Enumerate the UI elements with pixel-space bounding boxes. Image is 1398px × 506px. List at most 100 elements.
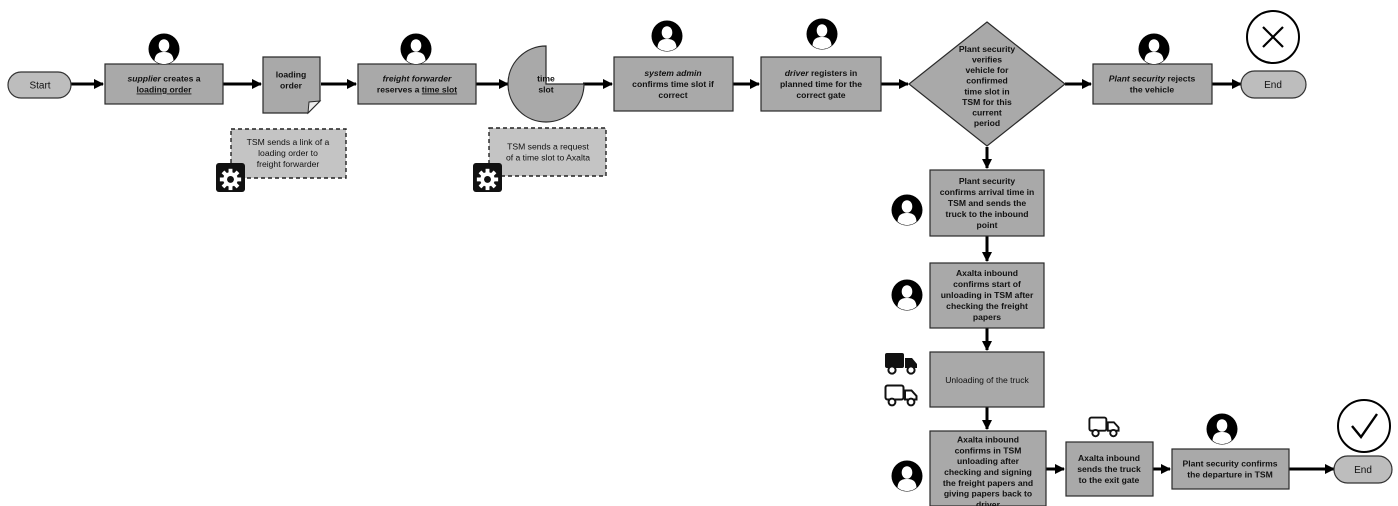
person-icon [651, 20, 683, 52]
person-icon [891, 194, 923, 226]
text-line: point [977, 220, 998, 230]
text-line: driver [976, 499, 1001, 506]
end-terminal-final: End [1333, 455, 1393, 484]
text-line: Axalta inbound [957, 435, 1019, 445]
svg-text:End: End [1354, 465, 1372, 476]
text-line: vehicle for [966, 65, 1010, 75]
person-icon [806, 18, 838, 50]
text-line: freight forwarder [257, 159, 320, 169]
text-line: confirms arrival time in [940, 187, 1035, 197]
check-circle-icon [1337, 399, 1391, 453]
text-line: time [537, 74, 555, 84]
text-line: to the exit gate [1079, 475, 1140, 485]
text-line: correct gate [796, 90, 845, 100]
text-line: sends the truck [1077, 464, 1141, 474]
text-line: the vehicle [1130, 85, 1175, 95]
text-line: loading order to [258, 148, 318, 158]
text-line: slot [538, 85, 553, 95]
truck-outline-icon [1088, 416, 1120, 438]
text-line: TSM and sends the [948, 198, 1027, 208]
cancel-circle-icon [1246, 10, 1300, 64]
text-line: TSM for this [962, 97, 1012, 107]
text-line: truck to the inbound [945, 209, 1028, 219]
text-line: confirms start of [953, 279, 1021, 289]
person-icon [891, 460, 923, 492]
text-line: checking the freight [946, 301, 1028, 311]
text-line: the departure in TSM [1187, 470, 1272, 480]
text-line: Plant security rejects [1109, 74, 1196, 84]
text-line: Unloading of the truck [945, 375, 1029, 385]
svg-text:Unloading of the truck: Unloading of the truck [945, 375, 1029, 385]
text-line: TSM sends a request [507, 142, 589, 152]
start-terminal: Start [7, 71, 72, 99]
text-line: giving papers back to [944, 489, 1032, 499]
text-line: system admin [644, 68, 701, 78]
text-line: unloading in TSM after [941, 290, 1034, 300]
person-icon [400, 33, 432, 65]
text-line: current [972, 108, 1002, 118]
text-line: order [280, 81, 303, 91]
text-line: loading order [137, 85, 193, 95]
text-line: TSM sends a link of a [247, 137, 330, 147]
text-line: Plant security [959, 44, 1016, 54]
text-line: unloading after [957, 456, 1020, 466]
text-line: the freight papers and [943, 478, 1033, 488]
end-terminal-reject: End [1240, 70, 1307, 99]
person-icon [1206, 413, 1238, 445]
person-icon [148, 33, 180, 65]
person-icon [1138, 33, 1170, 65]
text-line: confirms in TSM [955, 445, 1022, 455]
svg-text:Start: Start [29, 81, 50, 92]
person-icon [891, 279, 923, 311]
text-line: Axalta inbound [1078, 453, 1140, 463]
text-line: planned time for the [780, 79, 862, 89]
svg-text:End: End [1264, 80, 1282, 91]
text-line: verifies [972, 55, 1002, 65]
text-line: Plant security confirms [1182, 459, 1277, 469]
step-unloading-of-truck: Unloading of the truck [929, 351, 1045, 408]
text-line: correct [658, 90, 687, 100]
text-line: papers [973, 312, 1001, 322]
text-line: confirmed [966, 76, 1008, 86]
text-line: of a time slot to Axalta [506, 153, 590, 163]
text-line: Plant security [959, 176, 1016, 186]
text-line: supplier creates a [127, 74, 200, 84]
text-line: confirms time slot if [632, 79, 714, 89]
gear-icon [216, 163, 245, 192]
truck-icon [884, 352, 918, 375]
text-line: freight forwarder [383, 74, 452, 84]
text-line: reserves a time slot [377, 85, 457, 95]
connectors [71, 78, 1336, 475]
gear-icon [473, 163, 502, 192]
